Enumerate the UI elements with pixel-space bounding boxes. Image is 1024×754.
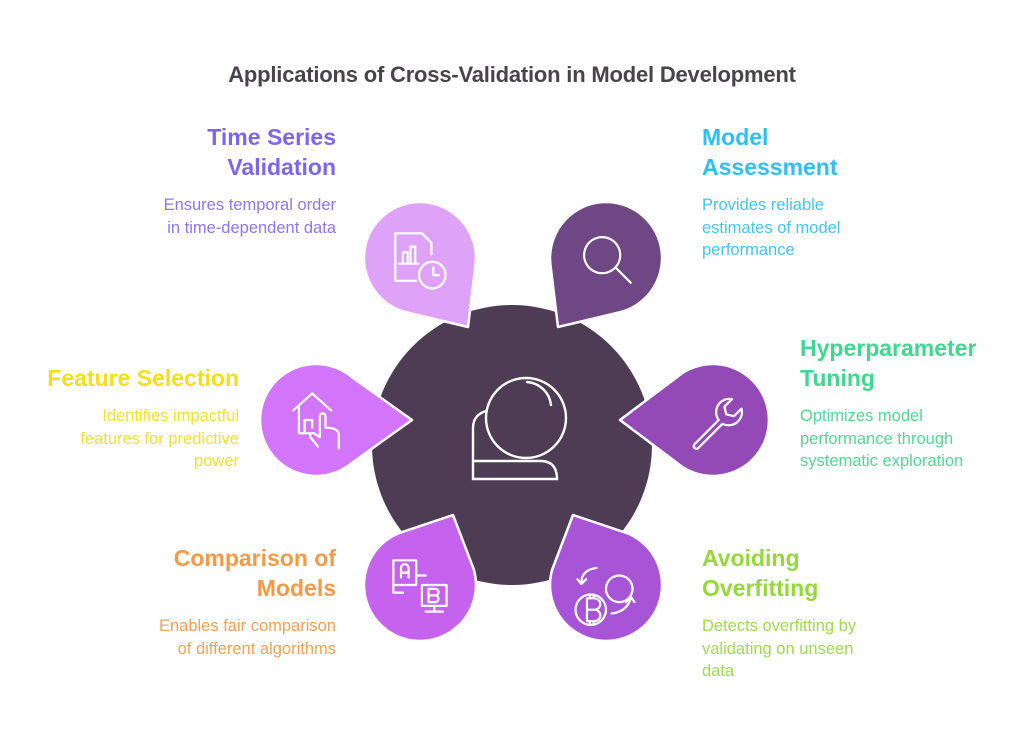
pin-time-series <box>362 200 478 329</box>
pin-shape <box>618 362 771 478</box>
house-hand-icon <box>292 392 340 450</box>
pin-comparison <box>362 513 478 643</box>
magnifier-icon <box>583 236 632 284</box>
item-title: Feature Selection <box>47 365 239 391</box>
pin-shape <box>548 200 664 329</box>
pin-hyperparameter <box>618 362 771 478</box>
center-hub <box>372 305 652 585</box>
pin-shape <box>258 362 414 478</box>
pin-shape <box>362 513 478 643</box>
chart-clock-icon <box>394 232 447 290</box>
crystal-ball-icon <box>471 376 568 481</box>
wrench-icon <box>692 397 744 450</box>
ab-test-icon <box>392 559 448 613</box>
pin-shape <box>548 513 664 643</box>
pin-shape <box>362 200 478 329</box>
pin-feature-selection <box>258 362 414 478</box>
pin-overfitting <box>548 513 664 643</box>
pin-model-assessment <box>548 200 664 329</box>
currency-exchange-icon <box>574 566 636 626</box>
diagram-title: Applications of Cross-Validation in Mode… <box>228 62 796 87</box>
